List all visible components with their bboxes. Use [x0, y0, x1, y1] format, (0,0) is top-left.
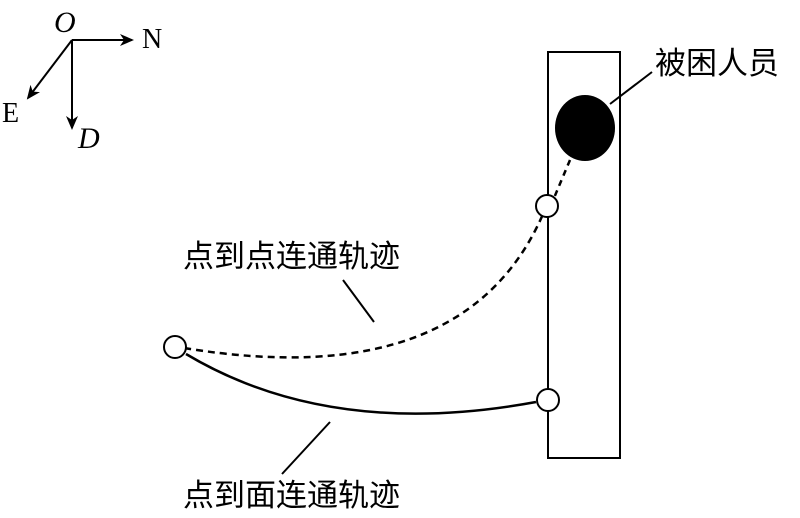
trapped-person-leader-line	[609, 71, 653, 105]
start-point-marker	[163, 335, 187, 359]
down-label: D	[77, 122, 100, 155]
point-to-point-trajectory	[183, 206, 548, 359]
coordinate-axes: O N E D	[2, 6, 162, 155]
trapped-person-label: 被困人员	[655, 46, 779, 82]
vertical-shaft	[547, 51, 621, 459]
east-axis-arrow	[26, 39, 73, 100]
point-to-surface-trajectory	[185, 352, 537, 415]
person-connection-dashed	[552, 159, 572, 199]
point-to-point-leader-line	[342, 279, 375, 323]
shaft-upper-point-marker	[535, 194, 559, 218]
trapped-person-marker	[555, 95, 615, 161]
origin-label: O	[54, 6, 76, 39]
east-label: E	[2, 98, 19, 129]
north-label: N	[142, 24, 162, 55]
point-to-surface-label: 点到面连通轨迹	[183, 478, 400, 514]
point-to-point-label: 点到点连通轨迹	[183, 239, 400, 275]
shaft-lower-point-marker	[536, 388, 560, 412]
point-to-surface-leader-line	[281, 421, 331, 475]
